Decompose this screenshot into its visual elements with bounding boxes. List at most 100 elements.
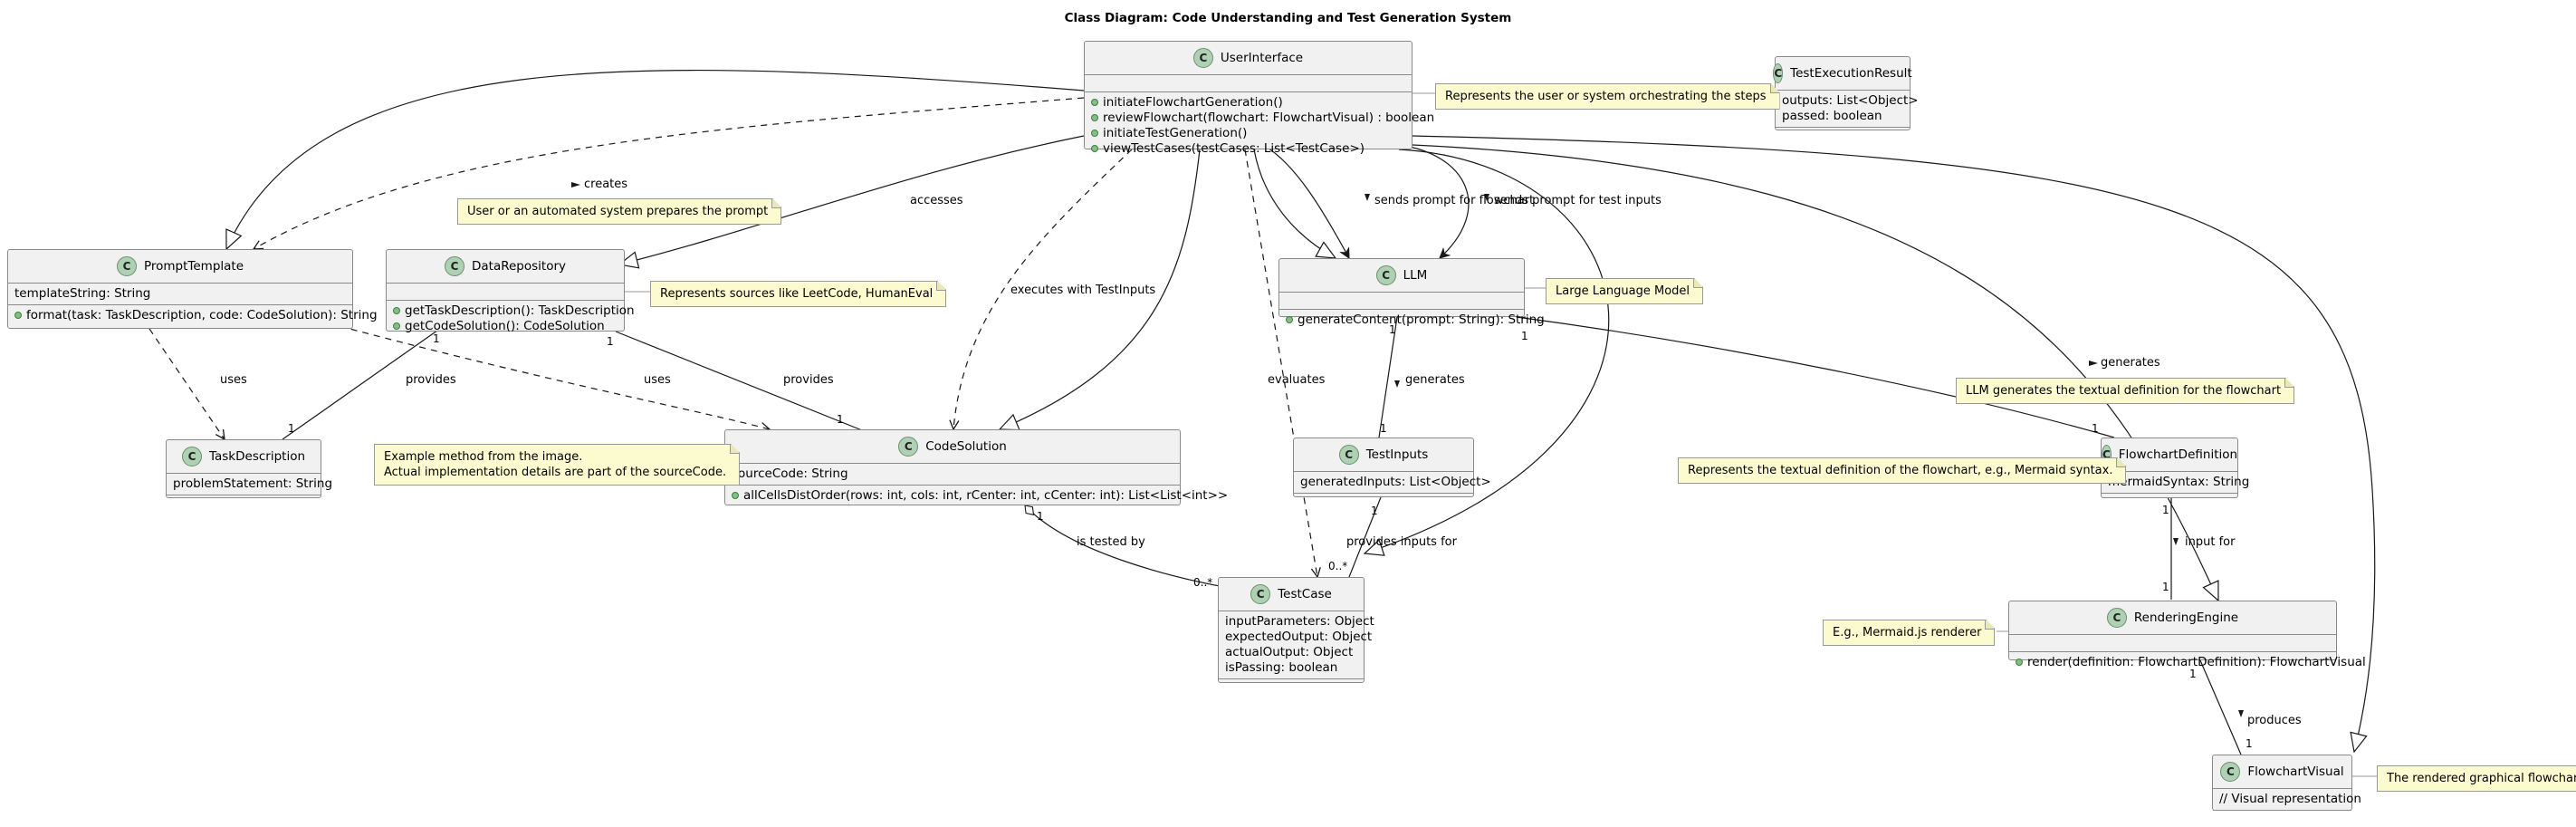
fields: // Visual representation <box>2213 789 2361 811</box>
label-uses-code: uses <box>644 373 671 387</box>
class-name: FlowchartDefinition <box>2118 447 2238 462</box>
edge-ui-prompttemplate <box>226 69 1085 249</box>
class-testinputs[interactable]: C TestInputs generatedInputs: List<Object… <box>1293 438 1491 497</box>
note-flowchartvisual: The rendered graphical flowchart <box>2377 765 2576 792</box>
field: problemStatement: String <box>173 476 333 491</box>
edge-ui-datarepository <box>619 135 1085 264</box>
fields: sourceCode: String <box>725 464 1180 486</box>
class-name: UserInterface <box>1220 51 1304 65</box>
edge-ui-testcase <box>1365 149 1610 553</box>
methods: getTaskDescription(): TaskDescription ge… <box>387 301 635 337</box>
method: getTaskDescription(): TaskDescription <box>405 303 635 318</box>
class-userinterface[interactable]: C UserInterface initiateFlowchartGenerati… <box>1084 41 1434 156</box>
edge-llm-inputs <box>1378 316 1398 438</box>
field: expectedOutput: Object <box>1225 630 1373 644</box>
methods: allCellsDistOrder(rows: int, cols: int, … <box>725 486 1228 506</box>
class-name: FlowchartVisual <box>2247 764 2344 779</box>
label-evaluates: evaluates <box>1268 373 1326 387</box>
class-name: LLM <box>1403 268 1428 283</box>
label-accesses: accesses <box>910 194 963 207</box>
multiplicity: 1 <box>1037 510 1044 523</box>
class-flowchartvisual[interactable]: C FlowchartVisual // Visual representatio… <box>2212 755 2361 811</box>
label-input-for: input for <box>2185 535 2236 549</box>
method: initiateFlowchartGeneration() <box>1103 95 1283 110</box>
creates-direction-icon <box>571 182 580 188</box>
edge-ui-llm-a <box>1253 149 1336 258</box>
class-name: CodeSolution <box>925 439 1007 454</box>
generates-direction-icon-b <box>2089 361 2098 366</box>
fields: inputParameters: Object expectedOutput: … <box>1219 611 1374 679</box>
label-is-tested-by: is tested by <box>1077 535 1145 549</box>
class-c-icon: C <box>1192 48 1213 68</box>
field: passed: boolean <box>1782 109 1882 123</box>
class-c-icon: C <box>1375 265 1396 285</box>
sends-test-direction-icon <box>1484 194 1489 201</box>
multiplicity: 1 <box>837 413 844 426</box>
class-c-icon: C <box>1773 63 1784 83</box>
edge-render-visual <box>2199 659 2242 755</box>
class-c-icon: C <box>116 256 137 276</box>
multiplicity: 1 <box>1380 422 1387 435</box>
class-name: PromptTemplate <box>143 259 244 274</box>
label-sends-test: sends prompt for test inputs <box>1494 194 1661 207</box>
note-line: Actual implementation details are part o… <box>384 466 727 479</box>
note-line: Example method from the image. <box>384 450 583 464</box>
edge-inputs-testcase <box>1348 496 1382 578</box>
field: actualOutput: Object <box>1225 645 1354 659</box>
fields: outputs: List<Object> passed: boolean <box>1776 91 1919 128</box>
class-c-icon: C <box>2106 608 2127 628</box>
label-produces: produces <box>2247 714 2302 727</box>
class-name: TestExecutionResult <box>1790 66 1912 81</box>
class-codesolution[interactable]: C CodeSolution sourceCode: String allCell… <box>724 429 1228 506</box>
multiplicity: 1 <box>1521 330 1528 342</box>
class-name: TestInputs <box>1365 447 1429 462</box>
class-testexecutionresult[interactable]: C TestExecutionResult outputs: List<Objec… <box>1773 56 1919 130</box>
class-c-icon: C <box>444 256 464 276</box>
edge-ui-flowchartvisual <box>1412 135 2376 752</box>
edge-code-testcase <box>1024 505 1246 591</box>
public-method-icon <box>1091 99 1098 106</box>
class-c-icon: C <box>2220 762 2241 782</box>
label-generates-flowdef: generates <box>2101 356 2160 370</box>
note-datarepository: Represents sources like LeetCode, HumanE… <box>650 281 946 307</box>
methods: render(definition: FlowchartDefinition):… <box>2009 652 2366 673</box>
edge-ui-renderingengine <box>1412 144 2218 601</box>
class-prompttemplate[interactable]: C PromptTemplate templateString: String f… <box>7 249 378 329</box>
label-provides-task: provides <box>406 373 456 387</box>
method: getCodeSolution(): CodeSolution <box>405 319 605 333</box>
method: viewTestCases(testCases: List<TestCase>) <box>1103 141 1365 156</box>
fields: generatedInputs: List<Object> <box>1294 472 1491 494</box>
public-method-icon <box>1091 130 1098 137</box>
class-datarepository[interactable]: C DataRepository getTaskDescription(): Ta… <box>386 249 635 333</box>
class-name: DataRepository <box>471 259 567 274</box>
field: outputs: List<Object> <box>1782 93 1919 108</box>
public-method-icon <box>1091 114 1098 121</box>
note-llm-generates: LLM generates the textual definition for… <box>1956 378 2294 404</box>
method: initiateTestGeneration() <box>1103 126 1248 140</box>
public-method-icon <box>2016 659 2023 666</box>
edge-prompt-task-uses <box>148 328 225 439</box>
public-method-icon <box>393 322 400 330</box>
generates-direction-icon-a <box>1394 380 1400 388</box>
label-provides-inputs: provides inputs for <box>1346 535 1457 549</box>
edge-repo-task <box>282 325 445 440</box>
class-c-icon: C <box>898 437 919 457</box>
field: templateString: String <box>14 286 151 301</box>
sends-flowchart-direction-icon <box>1365 194 1370 201</box>
note-codesolution: Example method from the image. Actual im… <box>374 444 740 486</box>
multiplicity: 1 <box>288 422 295 435</box>
field: mermaidSyntax: String <box>2108 475 2250 489</box>
edge-prompt-code-uses <box>339 325 770 429</box>
class-name: TestCase <box>1278 587 1332 601</box>
class-c-icon: C <box>1338 445 1359 465</box>
multiplicity: 1 <box>433 332 440 345</box>
public-method-icon <box>1286 316 1293 323</box>
method: format(task: TaskDescription, code: Code… <box>26 308 378 322</box>
multiplicity: 1 <box>2246 737 2253 750</box>
multiplicity: 1 <box>2162 581 2169 593</box>
multiplicity: 0..* <box>1328 560 1348 572</box>
